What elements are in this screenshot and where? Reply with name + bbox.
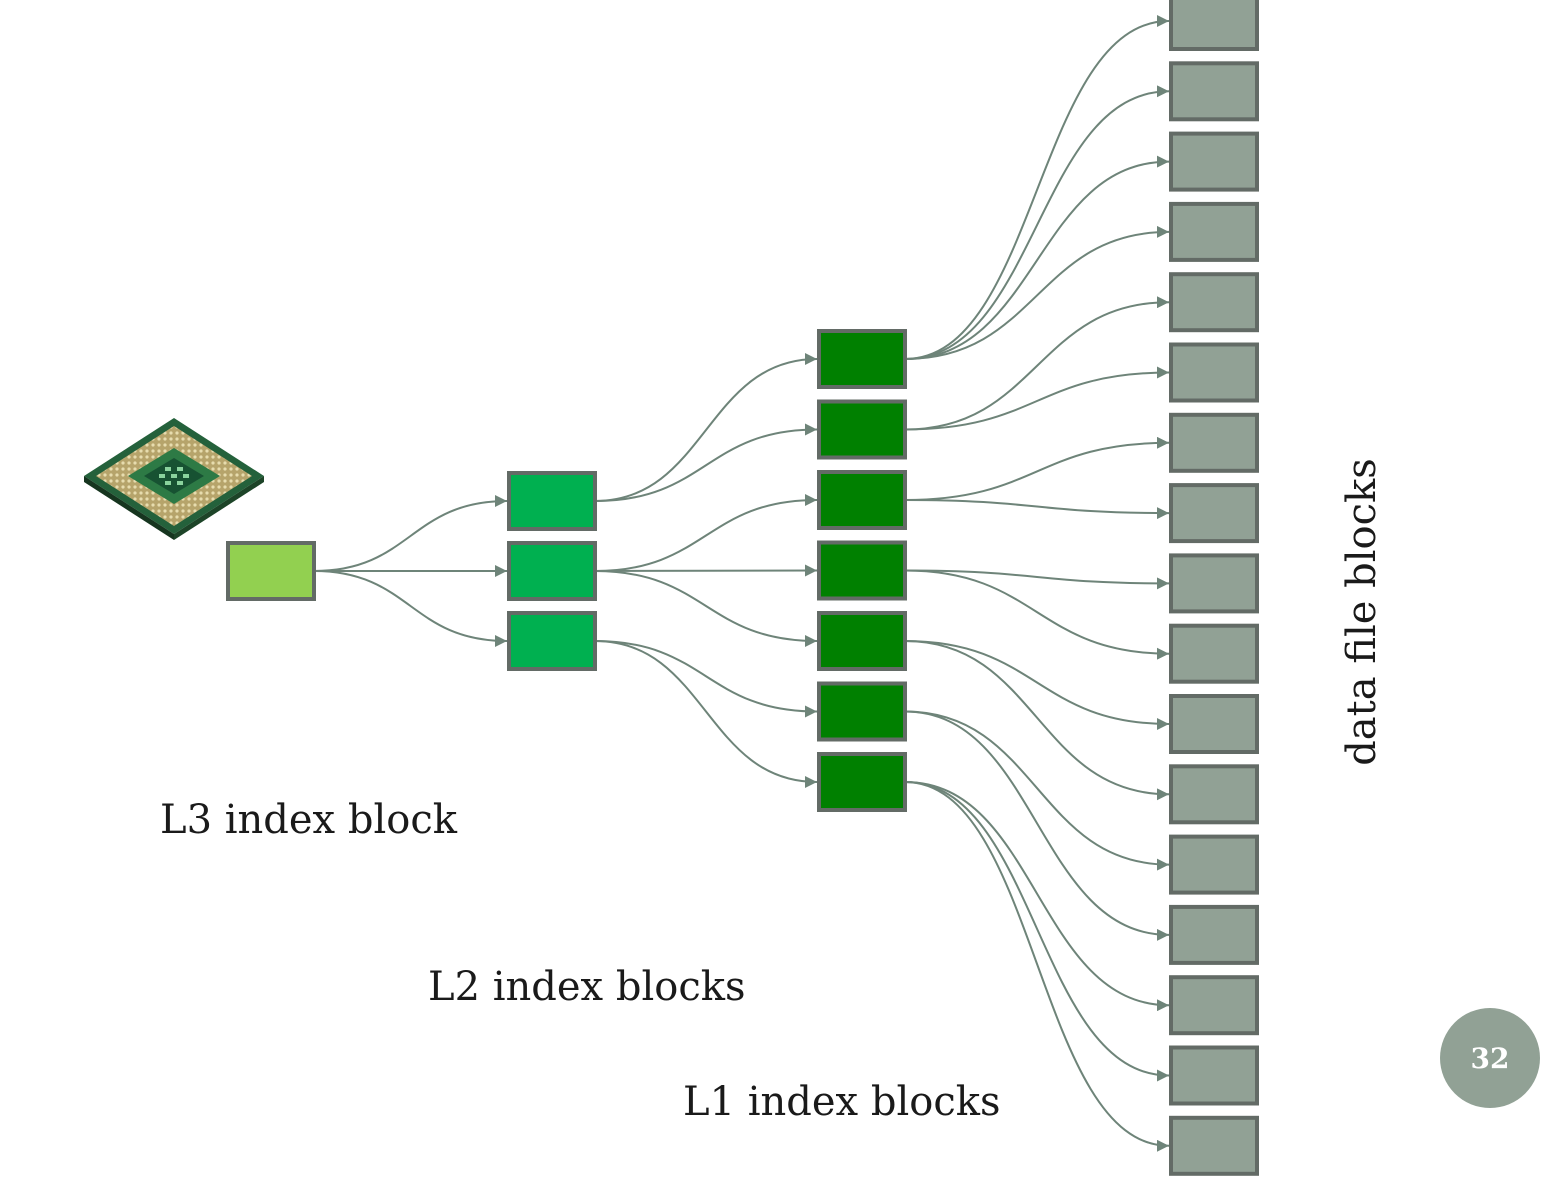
pointer-arrow xyxy=(904,569,1170,590)
pointer-arrow xyxy=(904,155,1170,360)
pointer-arrow xyxy=(904,781,1170,1152)
page-number-badge: 32 xyxy=(1440,1008,1540,1108)
pointer-arrow xyxy=(594,353,818,502)
pointer-arrow xyxy=(904,710,1170,941)
l1-index-block xyxy=(817,752,907,812)
pointer-arrow xyxy=(904,640,1170,801)
l2-index-blocks-label: L2 index blocks xyxy=(428,964,746,1010)
l1-index-block xyxy=(817,470,907,530)
data-file-block xyxy=(1169,1045,1259,1106)
pointer-arrow xyxy=(313,495,508,572)
data-file-blocks-label: data file blocks xyxy=(1339,458,1385,766)
l1-index-block xyxy=(817,399,907,460)
data-file-block xyxy=(1169,412,1259,473)
data-file-block xyxy=(1169,904,1259,965)
blocks xyxy=(226,0,1259,1176)
pointer-arrow xyxy=(904,296,1170,431)
l1-index-blocks-label: L1 index blocks xyxy=(683,1079,1001,1125)
data-file-block xyxy=(1169,553,1259,614)
data-file-block xyxy=(1169,975,1259,1036)
data-file-block xyxy=(1169,483,1259,544)
data-file-block xyxy=(1169,61,1259,122)
data-file-block xyxy=(1169,0,1259,51)
pointer-arrow xyxy=(313,570,508,647)
pointer-arrow xyxy=(594,564,818,577)
pointer-arrow xyxy=(594,570,818,647)
pointer-arrow xyxy=(904,781,1170,1082)
pointer-arrow xyxy=(594,423,818,502)
pointer-arrow xyxy=(904,436,1170,501)
data-file-block xyxy=(1169,694,1259,754)
data-file-block xyxy=(1169,1115,1259,1176)
data-file-block xyxy=(1169,131,1259,192)
l1-index-block xyxy=(817,611,907,671)
l2-index-block xyxy=(507,471,597,531)
l1-index-block xyxy=(817,540,907,601)
pointer-arrow xyxy=(904,85,1170,360)
cpu-chip-icon xyxy=(84,418,264,540)
data-file-block xyxy=(1169,834,1259,895)
pointer-arrow xyxy=(904,710,1170,871)
data-file-block xyxy=(1169,764,1259,825)
pointer-arrow xyxy=(904,640,1170,730)
pointer-arrow xyxy=(594,640,818,718)
pointer-arrow xyxy=(904,366,1170,431)
l1-index-block xyxy=(817,329,907,389)
data-file-block xyxy=(1169,342,1259,403)
pointer-arrow xyxy=(904,15,1170,360)
pointer-arrow xyxy=(904,225,1170,360)
data-file-block xyxy=(1169,623,1259,684)
pointer-arrow xyxy=(594,494,818,572)
l1-index-block xyxy=(817,681,907,742)
l2-index-block xyxy=(507,611,597,671)
data-file-block xyxy=(1169,272,1259,333)
pointer-arrow xyxy=(904,569,1170,660)
pointer-arrow xyxy=(904,499,1170,520)
data-file-block xyxy=(1169,201,1259,262)
pointer-arrow xyxy=(904,781,1170,1012)
l3-index-block-label: L3 index block xyxy=(160,797,457,843)
pointer-arrow xyxy=(594,640,818,788)
pointer-arrows xyxy=(313,15,1170,1152)
l3-index-block xyxy=(226,541,316,601)
l2-index-block xyxy=(507,541,597,601)
